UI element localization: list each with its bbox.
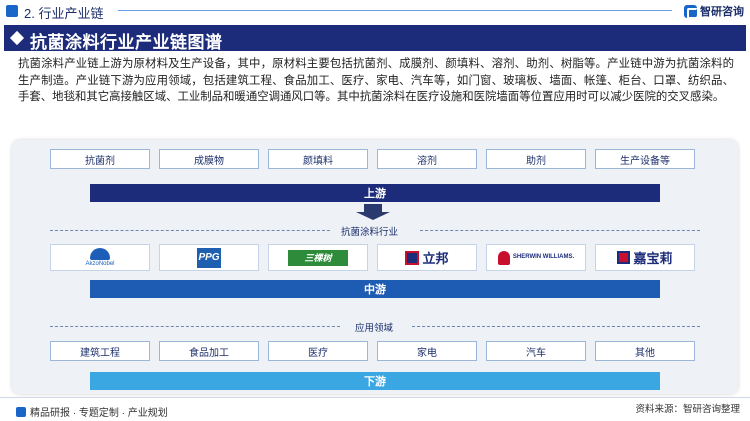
- carpoly-logo: 嘉宝莉: [595, 244, 695, 271]
- upstream-item: 抗菌剂: [50, 149, 150, 169]
- brand: 智研咨询: [684, 3, 744, 19]
- sherwin-williams-text: SHERWIN WILLIAMS.: [512, 254, 575, 260]
- brand-name: 智研咨询: [700, 6, 744, 18]
- footer-divider: [0, 397, 750, 398]
- upstream-items: 抗菌剂 成膜物 颜填料 溶剂 助剂 生产设备等: [50, 149, 695, 169]
- downstream-item: 家电: [377, 341, 477, 361]
- upstream-item: 溶剂: [377, 149, 477, 169]
- sherwin-williams-globe-icon: [497, 250, 510, 265]
- down-arrow-head-icon: [356, 212, 390, 220]
- akzonobel-text: AkzoNobel: [85, 261, 115, 267]
- downstream-item: 食品加工: [159, 341, 259, 361]
- ppg-logo: PPG: [159, 244, 259, 271]
- page-header: 抗菌涂料行业产业链图谱: [4, 25, 746, 52]
- source-note: 资料来源：智研咨询整理: [635, 404, 740, 415]
- nippon-logo: 立邦: [377, 244, 477, 271]
- midstream-section-label: 抗菌涂料行业: [341, 227, 399, 238]
- section-marker-icon: [6, 5, 18, 17]
- downstream-items: 建筑工程 食品加工 医疗 家电 汽车 其他: [50, 341, 695, 361]
- akzonobel-figure-icon: [89, 248, 110, 260]
- upstream-bar: 上游: [90, 184, 660, 202]
- midstream-bar: 中游: [90, 280, 660, 298]
- downstream-item: 医疗: [268, 341, 368, 361]
- upstream-item: 助剂: [486, 149, 586, 169]
- nippon-mark-icon: [405, 250, 420, 265]
- description-text: 抗菌涂料产业链上游为原材料及生产设备，其中，原材料主要包括抗菌剂、成膜剂、颜填料…: [18, 58, 734, 103]
- footer-logo-icon: [16, 406, 26, 417]
- down-arrow-icon: [364, 204, 382, 212]
- footer-left: 精品研报 · 专题定制 · 产业规划: [16, 404, 168, 419]
- top-bar: 2. 行业产业链 智研咨询: [0, 0, 750, 22]
- sherwin-williams-logo: SHERWIN WILLIAMS.: [486, 244, 586, 271]
- dashed-divider: [50, 230, 330, 231]
- downstream-item: 其他: [595, 341, 695, 361]
- downstream-item: 建筑工程: [50, 341, 150, 361]
- brand-logo-icon: [684, 4, 698, 19]
- carpoly-mark-icon: [617, 251, 631, 264]
- akzonobel-logo: AkzoNobel: [50, 244, 150, 271]
- upstream-item: 颜填料: [268, 149, 368, 169]
- nippon-text: 立邦: [422, 251, 449, 266]
- downstream-bar: 下游: [90, 372, 660, 390]
- page-title: 抗菌涂料行业产业链图谱: [30, 33, 223, 52]
- upstream-item: 成膜物: [159, 149, 259, 169]
- divider: [118, 10, 672, 11]
- upstream-item: 生产设备等: [595, 149, 695, 169]
- skshu-text: 三棵树: [288, 249, 348, 266]
- dashed-divider: [412, 326, 700, 327]
- footer-tagline: 精品研报 · 专题定制 · 产业规划: [30, 408, 168, 419]
- downstream-section-label: 应用领域: [355, 323, 394, 334]
- ppg-text: PPG: [197, 247, 221, 268]
- diamond-icon: [9, 30, 25, 46]
- skshu-logo: 三棵树: [268, 244, 368, 271]
- company-logos: AkzoNobel PPG 三棵树 立邦 SHERWIN WILLIAMS. 嘉…: [50, 244, 695, 271]
- carpoly-text: 嘉宝莉: [633, 251, 673, 266]
- dashed-divider: [50, 326, 340, 327]
- dashed-divider: [420, 230, 700, 231]
- section-title: 2. 行业产业链: [24, 6, 104, 21]
- downstream-item: 汽车: [486, 341, 586, 361]
